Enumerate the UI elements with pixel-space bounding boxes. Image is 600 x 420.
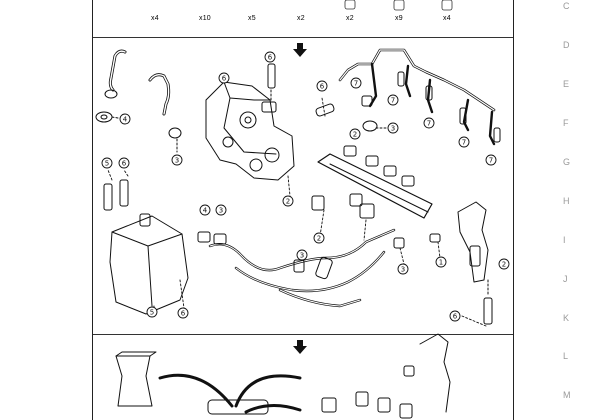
callout-number: 7: [462, 139, 466, 147]
quantity-label: x5: [248, 15, 256, 22]
side-letter-g: G: [563, 157, 571, 167]
step-arrow-down-icon: [293, 340, 307, 354]
step-arrow-down-icon: [293, 43, 307, 57]
page-frame-right: [513, 0, 514, 420]
side-letter-c: C: [563, 1, 570, 11]
callout-number: 3: [175, 157, 179, 165]
side-letter-e: E: [563, 79, 570, 89]
side-letter-i: I: [563, 235, 566, 245]
callout-number: 6: [181, 310, 186, 318]
callout-number: 1: [439, 259, 443, 267]
callout-number: 2: [317, 235, 321, 243]
callout-number: 3: [219, 207, 223, 215]
common-rail: [317, 153, 433, 219]
callout-number: 6: [453, 313, 458, 321]
callout-number: 3: [401, 266, 405, 274]
high-pressure-pump: [205, 81, 295, 181]
callout-number: 7: [354, 80, 358, 88]
callout-number: 4: [123, 116, 128, 124]
callout-number: 5: [150, 309, 154, 317]
fuel-filter-housing: [109, 215, 189, 315]
side-letter-l: L: [563, 351, 569, 361]
section-divider-top: [93, 37, 513, 38]
transfer-arrow: [244, 404, 302, 414]
callout-number: 7: [489, 157, 493, 165]
transfer-arrow: [234, 374, 302, 408]
quantity-label: x4: [443, 15, 451, 22]
side-letter-d: D: [563, 40, 570, 50]
callout-number: 6: [320, 83, 325, 91]
callout-number: 6: [222, 75, 227, 83]
callout-number: 6: [122, 160, 127, 168]
callout-number: 2: [286, 198, 290, 206]
callout-number: 3: [300, 252, 304, 260]
callout-numbers: 4 3 6 6 2 6 7 7 3 7 7 7 2 5 6 5 6 4 3 3 …: [105, 54, 506, 321]
callout-number: 2: [353, 131, 357, 139]
quantity-label: x9: [395, 15, 403, 22]
callout-number: 3: [391, 125, 395, 133]
side-letter-h: H: [563, 196, 570, 206]
callout-number: 5: [105, 160, 109, 168]
quantity-label: x2: [297, 15, 305, 22]
callout-group: [101, 51, 510, 322]
fuel-injector: [457, 201, 489, 283]
callout-number: 6: [268, 54, 273, 62]
callout-number: 4: [203, 207, 208, 215]
quantity-label: x10: [199, 15, 211, 22]
quantity-label: x4: [151, 15, 159, 22]
side-letter-m: M: [563, 390, 571, 400]
side-letter-f: F: [563, 118, 569, 128]
quantity-label: x2: [346, 15, 354, 22]
high-pressure-fuel-pipe: [338, 48, 496, 112]
banjo-fitting: [104, 89, 118, 99]
sealing-washer: [95, 111, 113, 123]
callout-number: 7: [427, 120, 431, 128]
side-letter-j: J: [563, 274, 568, 284]
callout-number: 7: [391, 97, 395, 105]
section-divider-bottom: [93, 334, 513, 335]
protective-cap-cup: [115, 355, 153, 407]
transfer-arrow: [158, 373, 234, 408]
callout-number: 2: [502, 261, 506, 269]
side-letter-k: K: [563, 313, 570, 323]
page-frame-left: [92, 0, 93, 420]
